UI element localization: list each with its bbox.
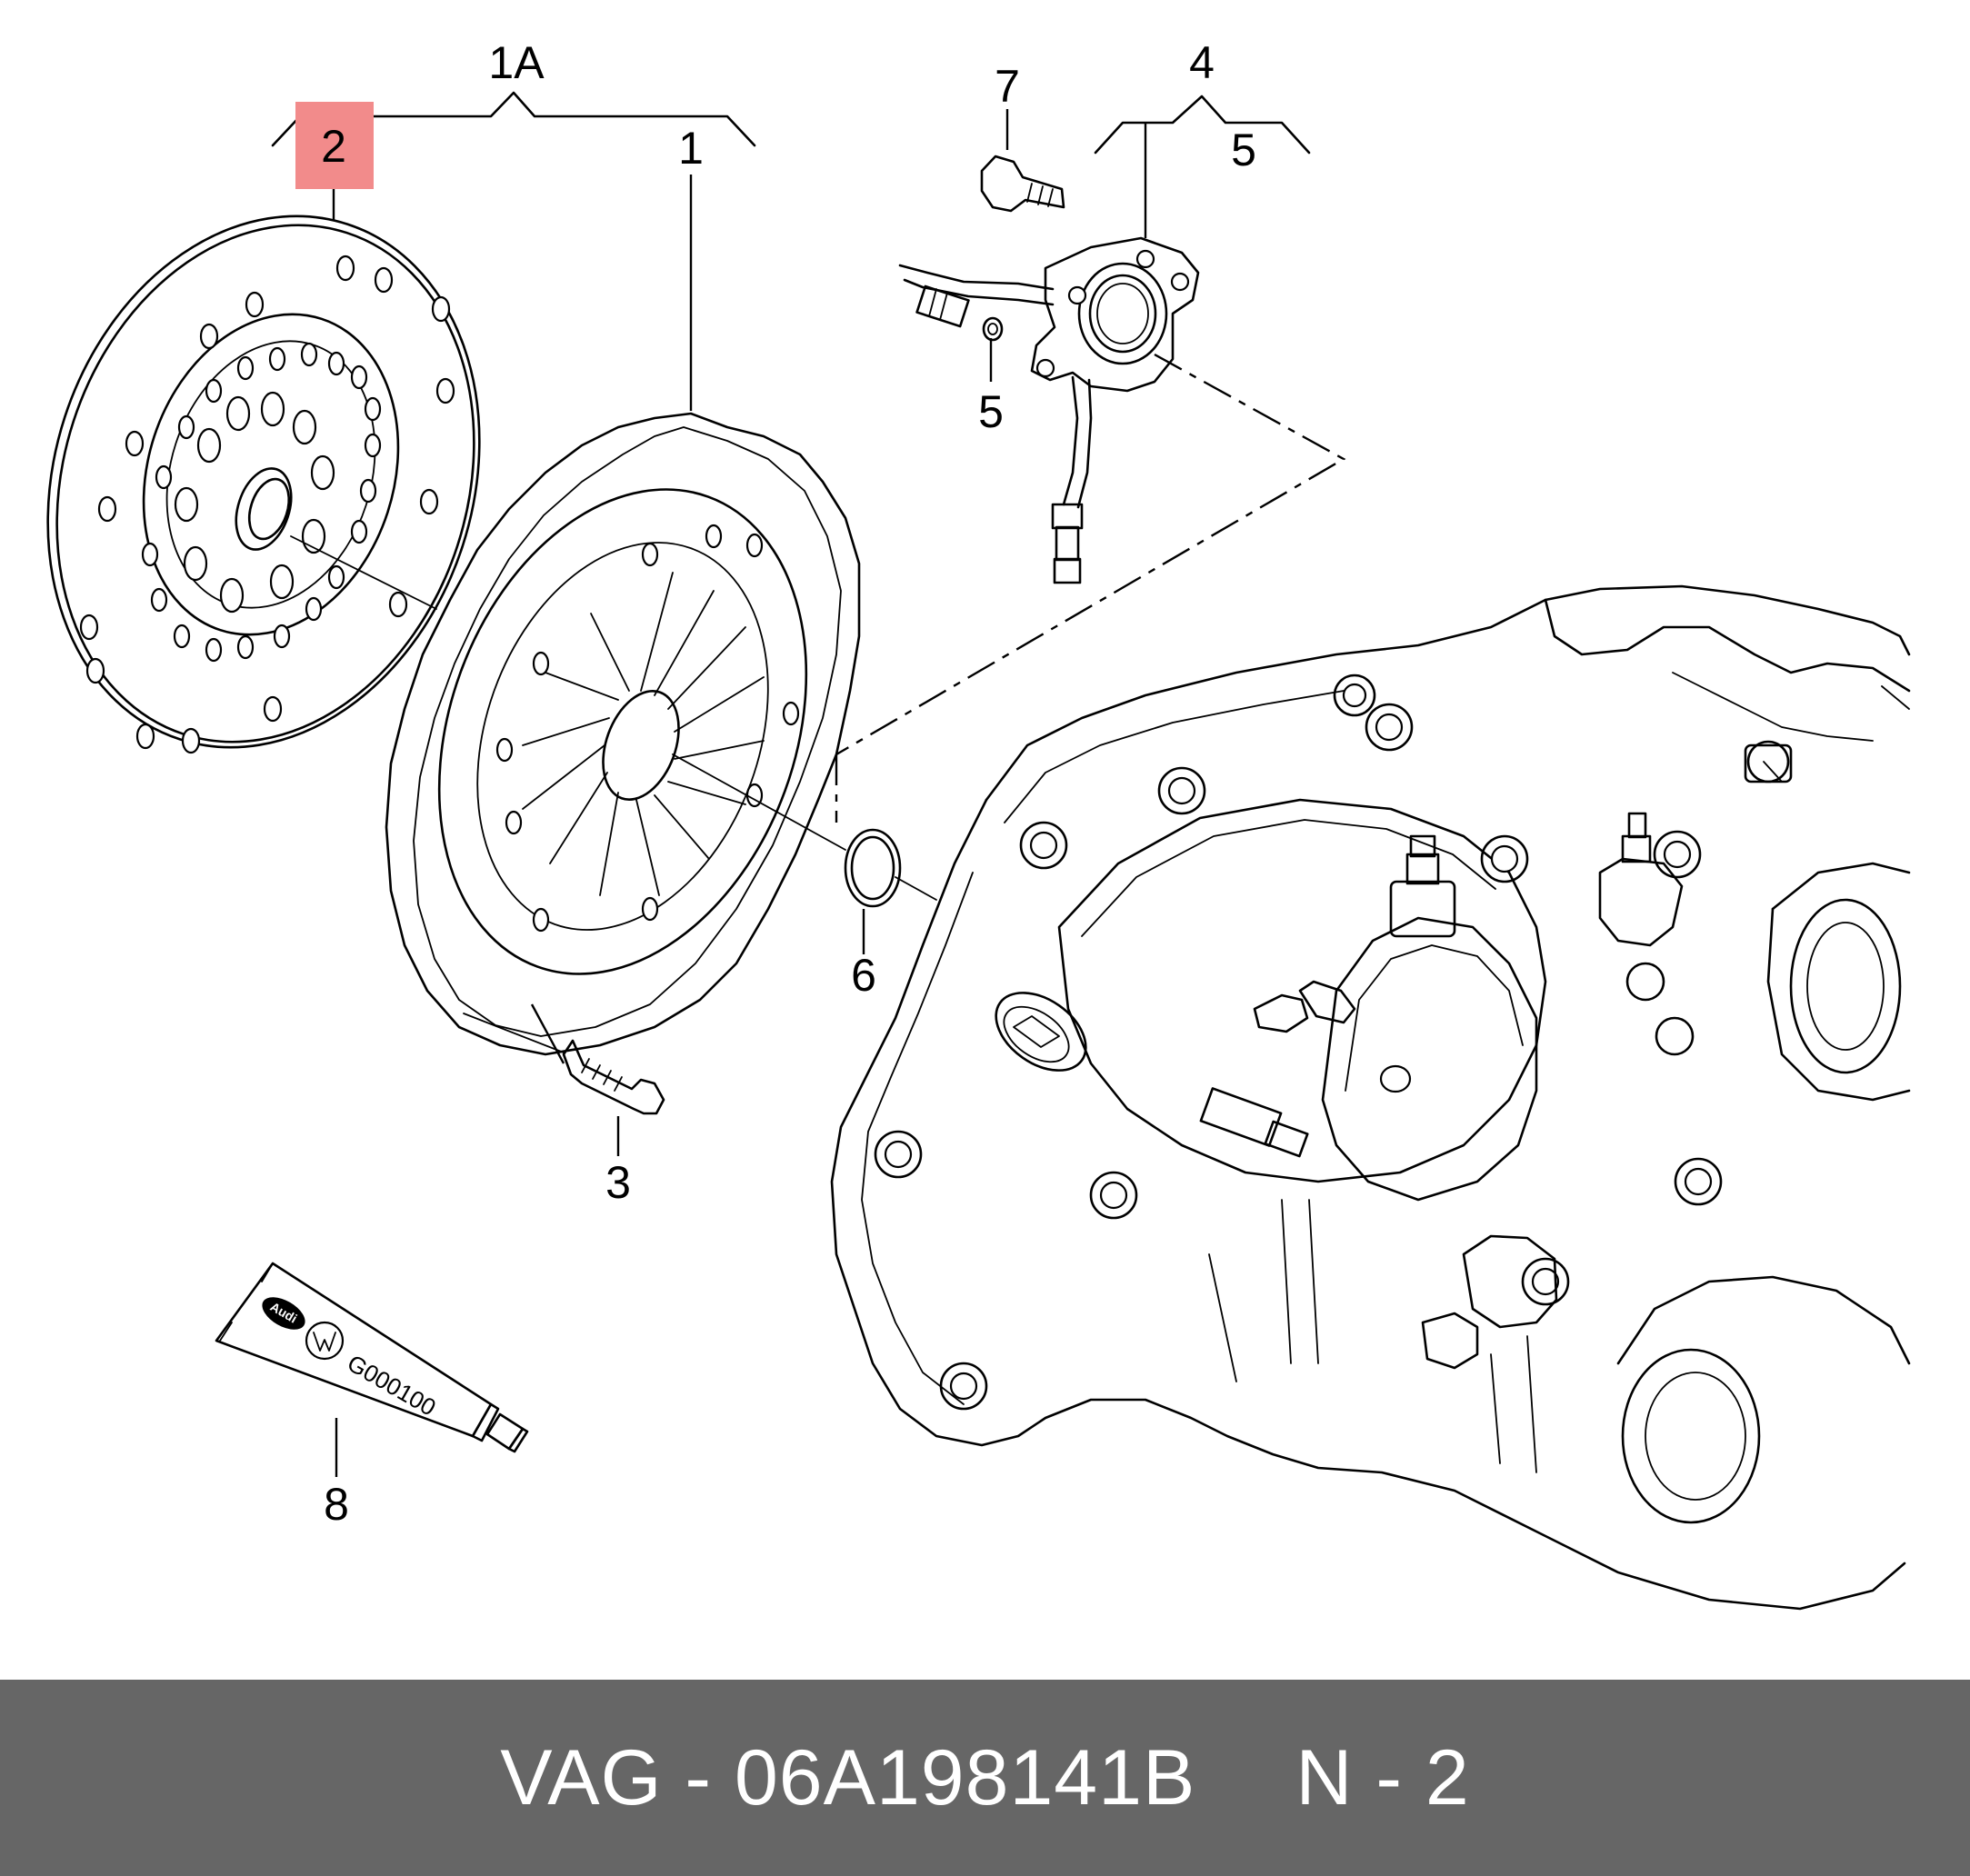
gearbox-housing bbox=[830, 584, 1911, 1611]
housing-bosses bbox=[874, 674, 1723, 1411]
pressure-plate bbox=[385, 412, 861, 1056]
grease-tube: Audi G000100 bbox=[215, 1262, 529, 1453]
disc-inner-holes bbox=[141, 342, 382, 663]
callout-3: 3 bbox=[605, 1157, 631, 1208]
seal-5 bbox=[982, 316, 1004, 342]
clutch-disc bbox=[46, 215, 481, 754]
callout-7: 7 bbox=[995, 61, 1020, 112]
diaphragm-fingers bbox=[522, 572, 765, 896]
disc-outer-holes bbox=[79, 254, 455, 754]
parts-diagram: Audi G000100 1A 1 2 3 4 5 5 6 7 8 bbox=[46, 37, 1911, 1611]
bolt-7 bbox=[980, 155, 1065, 213]
callout-labels: 1A 1 2 3 4 5 5 6 7 8 bbox=[321, 37, 1256, 1530]
bolt-3 bbox=[463, 1013, 665, 1115]
tube-code-text: G000100 bbox=[343, 1349, 441, 1421]
callout-1A: 1A bbox=[488, 37, 545, 88]
callout-6: 6 bbox=[851, 950, 876, 1001]
slave-cylinder bbox=[835, 236, 1346, 823]
part-number-label: VAG - 06A198141B bbox=[500, 1733, 1196, 1821]
speed-sensor bbox=[995, 992, 1087, 1072]
o-ring-6 bbox=[844, 828, 937, 908]
reverse-switch bbox=[1199, 1087, 1309, 1158]
highlight-box-2 bbox=[295, 102, 374, 189]
footer-bar: VAG - 06A198141B N - 2 bbox=[0, 1680, 1970, 1876]
audi-logo bbox=[262, 1297, 305, 1330]
disc-hub-pockets bbox=[174, 391, 335, 614]
callout-1: 1 bbox=[678, 123, 704, 174]
leader-lines bbox=[332, 109, 1147, 1477]
callout-8: 8 bbox=[324, 1479, 349, 1530]
plate-holes bbox=[495, 524, 800, 933]
position-label: N - 2 bbox=[1295, 1733, 1470, 1821]
bracket-4 bbox=[1094, 95, 1311, 155]
callout-2: 2 bbox=[321, 121, 346, 172]
callout-5-top: 5 bbox=[1231, 125, 1256, 175]
callout-5-lower: 5 bbox=[978, 386, 1004, 437]
callout-4: 4 bbox=[1189, 37, 1215, 88]
